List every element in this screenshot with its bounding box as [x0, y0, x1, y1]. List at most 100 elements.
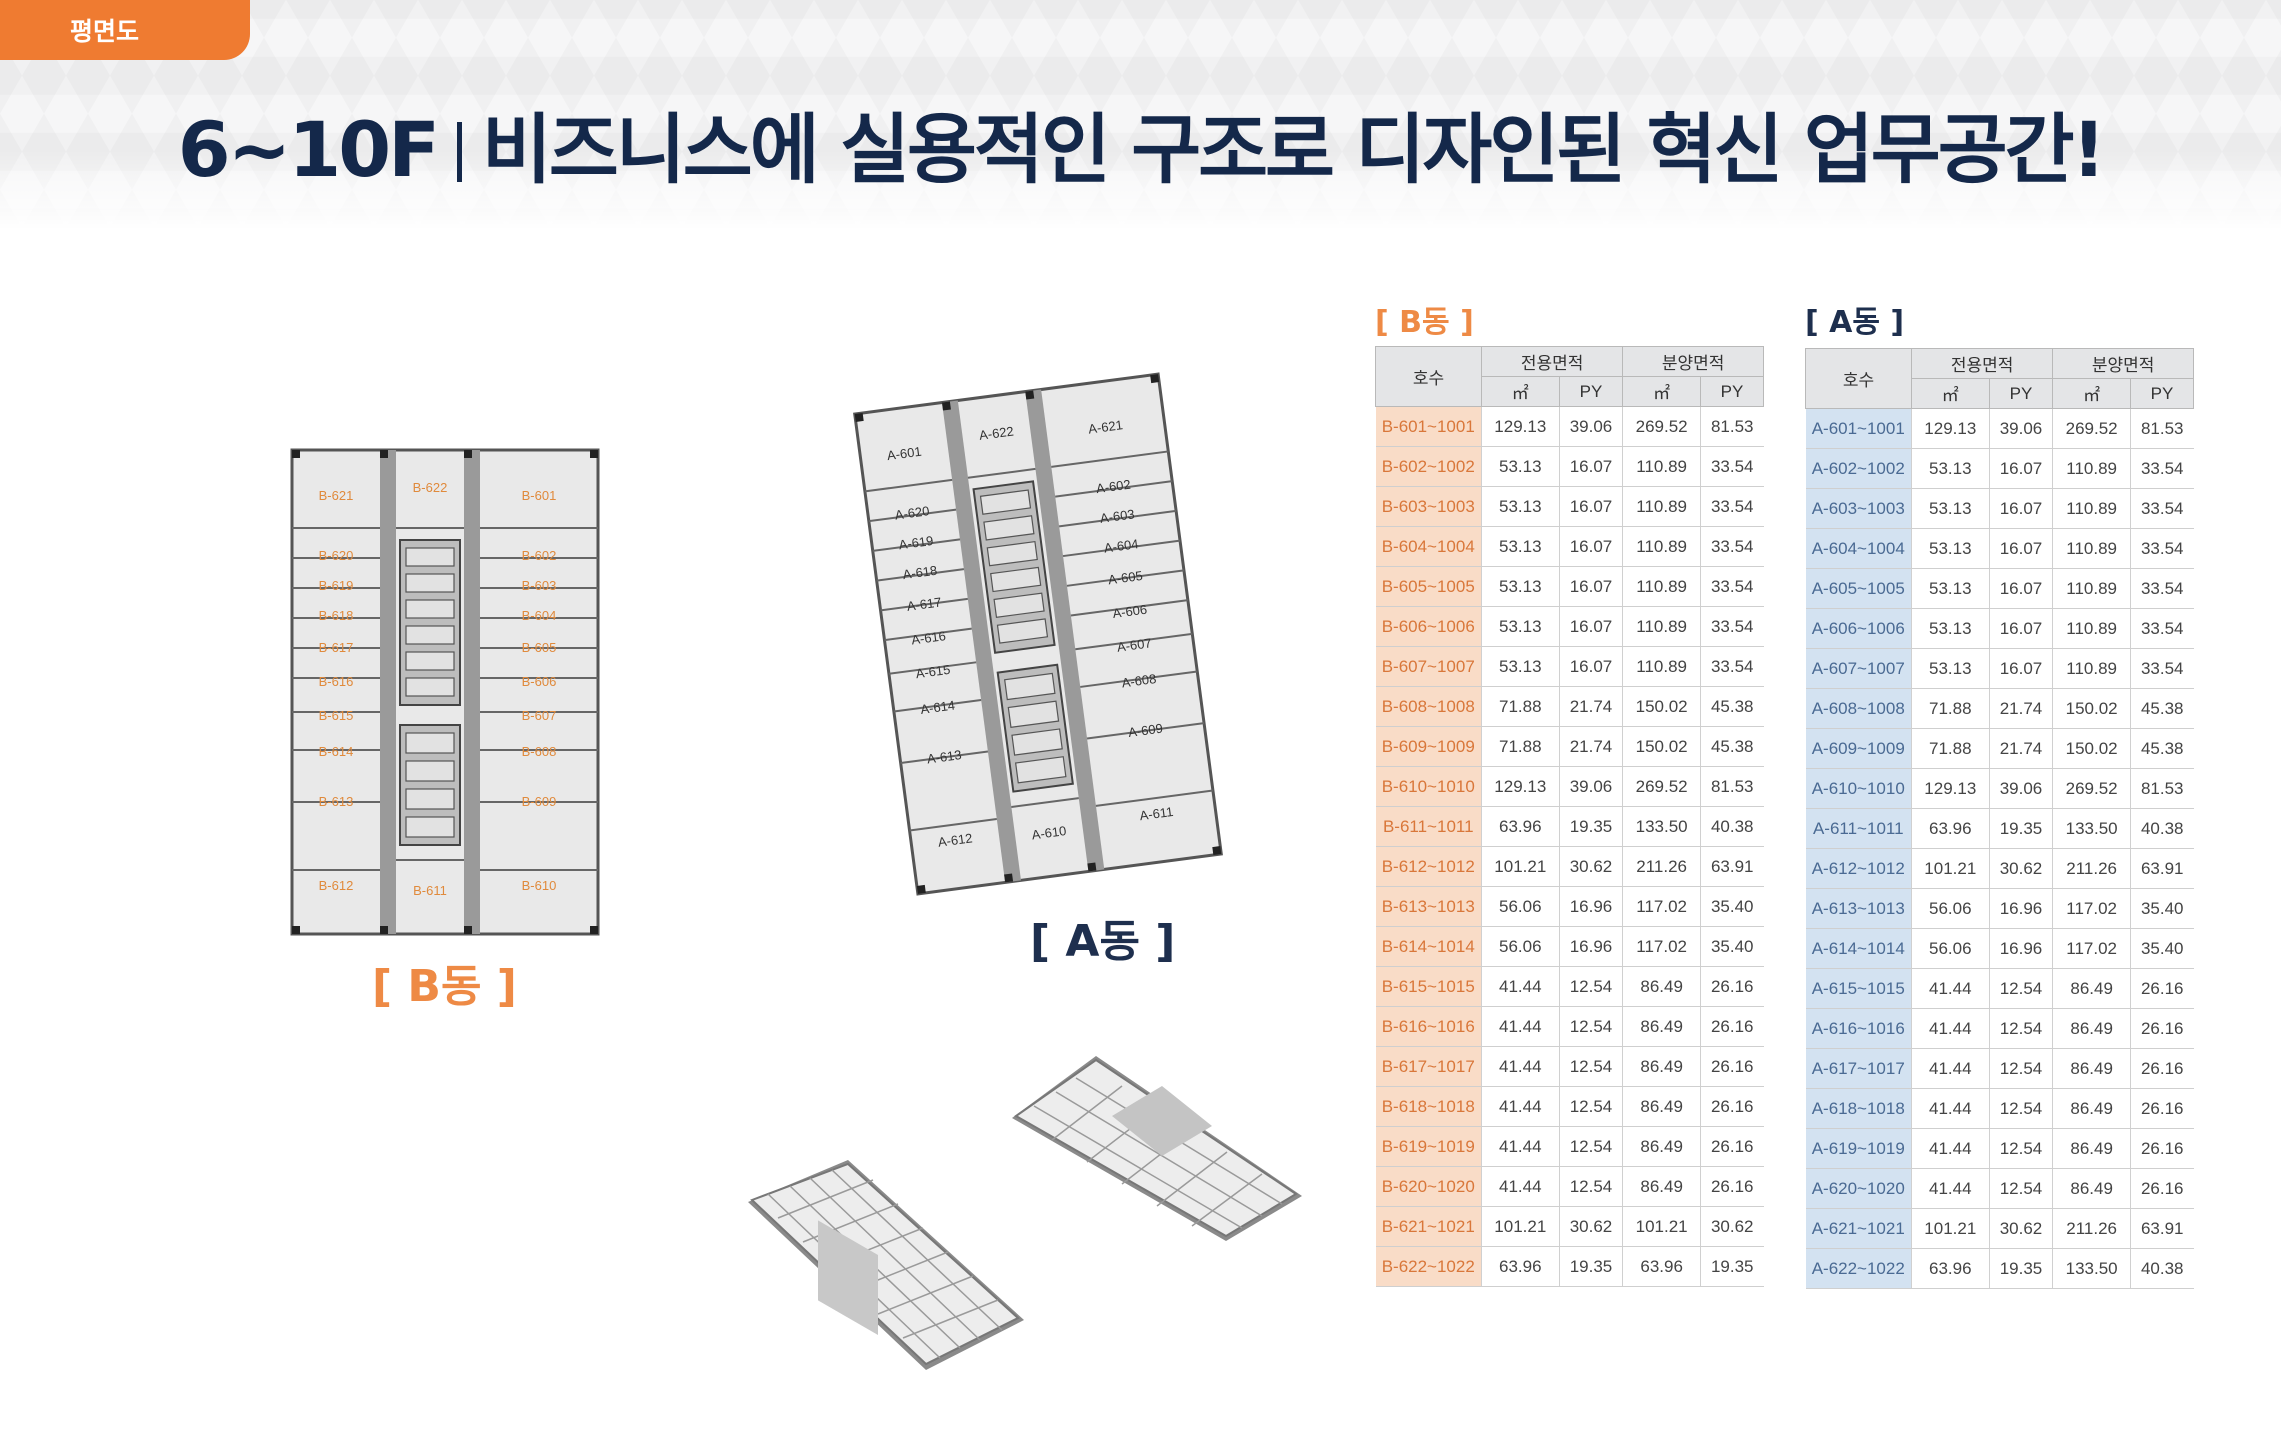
area-value-cell: 150.02 [2052, 728, 2131, 769]
unit-label: A-614 [920, 698, 956, 717]
area-value-cell: 56.06 [1481, 886, 1560, 927]
area-value-cell: 26.16 [1699, 1006, 1764, 1047]
area-value-cell: 16.07 [1558, 606, 1623, 647]
unit-label: A-622 [978, 424, 1014, 443]
area-value-cell: 19.35 [1988, 808, 2053, 849]
area-value-cell: 53.13 [1481, 646, 1560, 687]
area-value-cell: 26.16 [2129, 1168, 2194, 1209]
unit-label: A-617 [906, 594, 942, 613]
area-value-cell: 150.02 [2052, 688, 2131, 729]
unit-number-cell: B-601~1001 [1375, 406, 1482, 447]
unit-number-cell: A-619~1019 [1805, 1128, 1912, 1169]
area-value-cell: 41.44 [1911, 1088, 1990, 1129]
unit-number-cell: B-603~1003 [1375, 486, 1482, 527]
unit-label: B-612 [319, 878, 354, 893]
area-value-cell: 12.54 [1988, 1128, 2053, 1169]
area-value-cell: 39.06 [1988, 408, 2053, 449]
header-py: PY [1558, 376, 1624, 407]
area-value-cell: 269.52 [2052, 408, 2131, 449]
unit-label: B-622 [413, 480, 448, 495]
unit-label: A-621 [1087, 417, 1123, 436]
floor-plan-tab[interactable]: 평면도 [0, 0, 250, 60]
unit-label: B-603 [522, 578, 557, 593]
header-exclusive-area: 전용면적 [1910, 348, 2054, 379]
unit-label: A-616 [910, 628, 946, 647]
unit-label: B-605 [522, 640, 557, 655]
area-value-cell: 53.13 [1481, 606, 1560, 647]
area-value-cell: 21.74 [1558, 726, 1623, 767]
area-value-cell: 41.44 [1911, 1168, 1990, 1209]
area-value-cell: 40.38 [1699, 806, 1764, 847]
area-value-cell: 81.53 [2129, 408, 2194, 449]
unit-number-cell: B-607~1007 [1375, 646, 1482, 687]
area-value-cell: 71.88 [1481, 686, 1560, 727]
area-value-cell: 33.54 [2129, 568, 2194, 609]
unit-number-cell: A-608~1008 [1805, 688, 1912, 729]
area-value-cell: 19.35 [1988, 1248, 2053, 1289]
header-m2: ㎡ [1481, 376, 1560, 407]
area-value-cell: 16.07 [1558, 486, 1623, 527]
area-value-cell: 150.02 [1622, 686, 1701, 727]
area-value-cell: 35.40 [1699, 886, 1764, 927]
unit-label: B-607 [522, 708, 557, 723]
unit-label: B-606 [522, 674, 557, 689]
unit-label: B-608 [522, 744, 557, 759]
unit-label: B-613 [319, 794, 354, 809]
area-value-cell: 63.91 [2129, 848, 2194, 889]
area-value-cell: 33.54 [2129, 608, 2194, 649]
area-value-cell: 12.54 [1988, 1088, 2053, 1129]
area-value-cell: 19.35 [1699, 1246, 1764, 1287]
title-floor: 6~10F [177, 105, 440, 194]
area-value-cell: 81.53 [1699, 766, 1764, 807]
area-value-cell: 63.96 [1481, 1246, 1560, 1287]
unit-label: B-620 [319, 548, 354, 563]
unit-number-cell: A-606~1006 [1805, 608, 1912, 649]
area-value-cell: 40.38 [2129, 808, 2194, 849]
area-value-cell: 86.49 [2052, 1168, 2131, 1209]
area-value-cell: 33.54 [1699, 606, 1764, 647]
area-value-cell: 101.21 [1481, 846, 1560, 887]
area-value-cell: 16.07 [1558, 566, 1623, 607]
area-value-cell: 41.44 [1481, 1126, 1560, 1167]
unit-label: B-619 [319, 578, 354, 593]
area-value-cell: 86.49 [2052, 1008, 2131, 1049]
area-value-cell: 117.02 [2052, 928, 2131, 969]
area-value-cell: 86.49 [2052, 1128, 2131, 1169]
area-value-cell: 211.26 [2052, 848, 2131, 889]
area-value-cell: 30.62 [1988, 848, 2053, 889]
area-value-cell: 16.96 [1558, 926, 1623, 967]
unit-label: B-602 [522, 548, 557, 563]
header-exclusive-area: 전용면적 [1480, 346, 1624, 377]
unit-number-cell: A-615~1015 [1805, 968, 1912, 1009]
area-value-cell: 12.54 [1988, 1168, 2053, 1209]
unit-number-cell: B-621~1021 [1375, 1206, 1482, 1247]
header-m2: ㎡ [1622, 376, 1701, 407]
header-py: PY [2129, 378, 2195, 409]
area-value-cell: 101.21 [1911, 848, 1990, 889]
area-value-cell: 129.13 [1481, 406, 1560, 447]
area-value-cell: 19.35 [1558, 806, 1623, 847]
area-value-cell: 269.52 [1622, 766, 1701, 807]
area-value-cell: 269.52 [1622, 406, 1701, 447]
unit-number-cell: B-609~1009 [1375, 726, 1482, 767]
area-value-cell: 56.06 [1481, 926, 1560, 967]
area-value-cell: 101.21 [1481, 1206, 1560, 1247]
area-value-cell: 26.16 [2129, 968, 2194, 1009]
area-value-cell: 30.62 [1988, 1208, 2053, 1249]
area-value-cell: 33.54 [2129, 448, 2194, 489]
unit-label: A-619 [898, 533, 934, 552]
area-value-cell: 30.62 [1558, 1206, 1623, 1247]
